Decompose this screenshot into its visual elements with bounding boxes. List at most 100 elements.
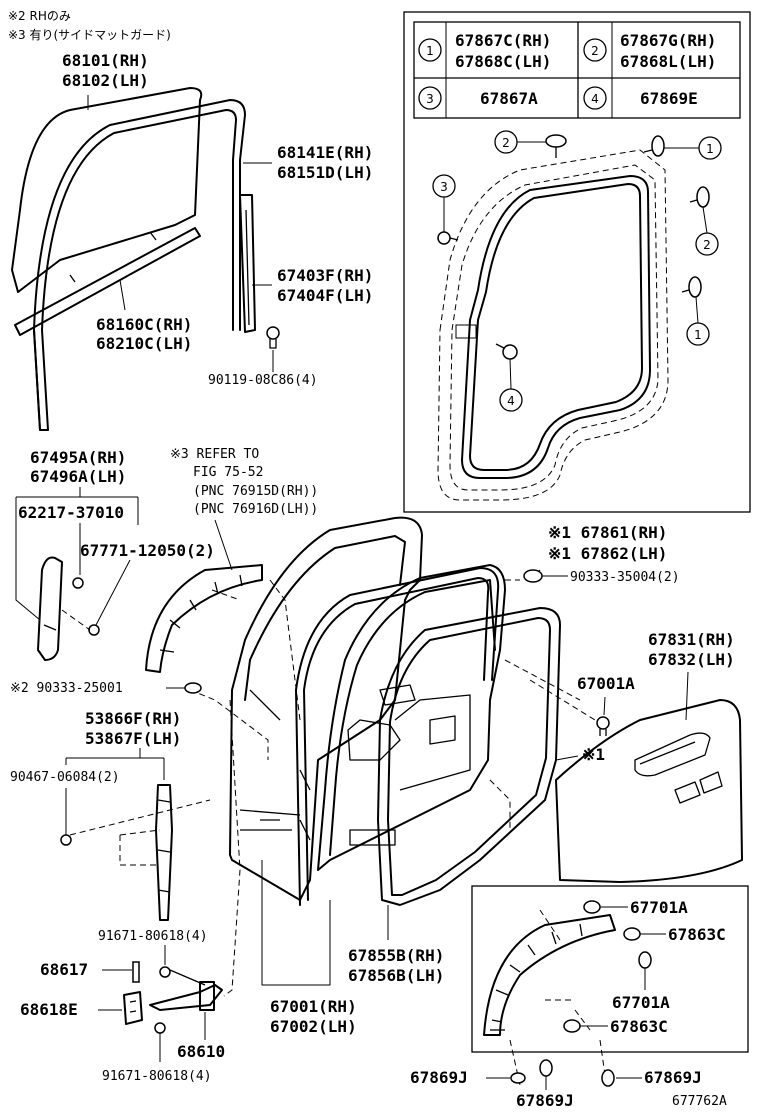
door-opening-seal xyxy=(295,567,500,906)
label-62217: 62217-37010 xyxy=(18,503,124,522)
front-cover xyxy=(37,556,63,661)
label-run-lh: 68151D(LH) xyxy=(277,163,373,182)
door-trim-panel xyxy=(555,699,743,883)
clip-type-2-right xyxy=(689,186,710,208)
label-weatherstrip-lh: 68210C(LH) xyxy=(96,334,192,353)
label-refer-to: ※3 REFER TO xyxy=(170,447,259,462)
note-rh-only: ※2 RHのみ xyxy=(8,9,71,23)
label-glass-rh: 68101(RH) xyxy=(62,51,149,70)
label-plug-35004: 90333-35004(2) xyxy=(570,570,680,585)
door-check xyxy=(155,784,173,921)
door-weatherstrip xyxy=(377,607,561,906)
note-side-mat-guard: ※3 有り(サイドマットガード) xyxy=(8,28,171,42)
label-wstrip-lh: 67856B(LH) xyxy=(348,966,444,985)
callout-3: 3 xyxy=(440,180,448,194)
table-67867c: 67867C(RH) xyxy=(455,31,551,50)
door-hinge xyxy=(149,969,223,1011)
table-67868l: 67868L(LH) xyxy=(620,52,716,71)
clip-67701a-top xyxy=(583,900,601,914)
table-67868c: 67868C(LH) xyxy=(455,52,551,71)
callout-2-top: 2 xyxy=(502,136,510,150)
label-67771: 67771-12050(2) xyxy=(80,541,215,560)
label-seal-lh: ※1 67862(LH) xyxy=(548,544,667,563)
label-channel-rh: 67403F(RH) xyxy=(277,266,373,285)
label-hinge-68618e: 68618E xyxy=(20,1000,78,1019)
label-channel-lh: 67404F(LH) xyxy=(277,286,373,305)
label-inset-67863c-top: 67863C xyxy=(668,925,726,944)
side-mat-guard xyxy=(145,564,263,673)
hinge-pin xyxy=(132,961,140,983)
bolt-90119 xyxy=(266,326,280,349)
clip-67001a xyxy=(596,716,610,736)
clip-type-3-left xyxy=(437,231,459,245)
callout-4: 4 xyxy=(507,394,515,408)
callout-table xyxy=(413,21,741,119)
mudguard-inset xyxy=(483,914,616,1036)
table-num-1: 1 xyxy=(426,44,434,58)
door-inner-panel xyxy=(317,564,506,871)
clip-type-2-top xyxy=(545,134,567,158)
clip-67701a-mid xyxy=(638,951,652,969)
clip-type-1-top xyxy=(643,135,665,157)
bolt-91671-b xyxy=(154,1022,166,1034)
table-num-4: 4 xyxy=(591,92,599,106)
label-fig: FIG 75-52 xyxy=(193,465,263,480)
screw-90467 xyxy=(60,834,72,846)
clip-type-1-right xyxy=(681,276,702,298)
label-wstrip-rh: 67855B(RH) xyxy=(348,946,444,965)
label-inset-67869j-right: 67869J xyxy=(644,1068,702,1087)
label-check-lh: 53867F(LH) xyxy=(85,729,181,748)
label-inset-67701a-top: 67701A xyxy=(630,898,688,917)
clip-67863c-low xyxy=(563,1019,581,1033)
bolt-91671-a xyxy=(159,966,171,978)
callout-1-top: 1 xyxy=(706,142,714,156)
label-screw-90467: 90467-06084(2) xyxy=(10,770,120,785)
label-bolt-90119: 90119-08C86(4) xyxy=(208,373,318,388)
callout-2-right: 2 xyxy=(703,238,711,252)
label-inset-67863c-low: 67863C xyxy=(610,1017,668,1036)
clip-67869j-mid xyxy=(539,1059,553,1077)
label-hinge-68610: 68610 xyxy=(177,1042,225,1061)
label-trim-rh: 67831(RH) xyxy=(648,630,735,649)
label-plug-25001: ※2 90333-25001 xyxy=(10,681,123,696)
clip-67863c-top xyxy=(623,927,641,941)
inset-box-seal xyxy=(403,11,751,513)
glass-run xyxy=(33,99,246,431)
label-trim-lh: 67832(LH) xyxy=(648,650,735,669)
division-channel xyxy=(239,194,256,333)
plug-90333-25001 xyxy=(184,682,202,694)
label-pnc-lh: (PNC 76916D(LH)) xyxy=(193,502,318,517)
clip-67869j-right xyxy=(601,1069,615,1087)
label-pnc-rh: (PNC 76915D(RH)) xyxy=(193,484,318,499)
table-67869e: 67869E xyxy=(640,89,698,108)
label-check-rh: 53866F(RH) xyxy=(85,709,181,728)
label-door-rh: 67001(RH) xyxy=(270,997,357,1016)
table-67867g: 67867G(RH) xyxy=(620,31,716,50)
clip-67869j-left xyxy=(510,1072,526,1084)
plug-90333-35004 xyxy=(523,569,543,583)
clip-type-4 xyxy=(495,343,518,360)
cover-clip xyxy=(61,577,100,636)
label-inset-67869j-mid: 67869J xyxy=(516,1091,574,1110)
label-run-rh: 68141E(RH) xyxy=(277,143,373,162)
label-bolt-91671-a: 91671-80618(4) xyxy=(98,929,208,944)
label-seal-rh: ※1 67861(RH) xyxy=(548,523,667,542)
label-inset-67869j-left: 67869J xyxy=(410,1068,468,1087)
callout-1-right: 1 xyxy=(694,328,702,342)
label-pin-68617: 68617 xyxy=(40,960,88,979)
table-67867a: 67867A xyxy=(480,89,538,108)
label-weatherstrip-rh: 68160C(RH) xyxy=(96,315,192,334)
door-glass xyxy=(11,87,203,293)
inset-box-mudguard xyxy=(471,885,749,1053)
label-cover-rh: 67495A(RH) xyxy=(30,448,126,467)
door-opening-seal-inset xyxy=(437,149,669,501)
label-clip-67001a: 67001A xyxy=(577,674,635,693)
label-bolt-91671-b: 91671-80618(4) xyxy=(102,1069,212,1084)
label-door-lh: 67002(LH) xyxy=(270,1017,357,1036)
hinge-bracket xyxy=(123,991,143,1025)
label-inset-67701a-mid: 67701A xyxy=(612,993,670,1012)
table-num-2: 2 xyxy=(591,44,599,58)
label-glass-lh: 68102(LH) xyxy=(62,71,149,90)
illustration-code: 677762A xyxy=(672,1094,727,1109)
